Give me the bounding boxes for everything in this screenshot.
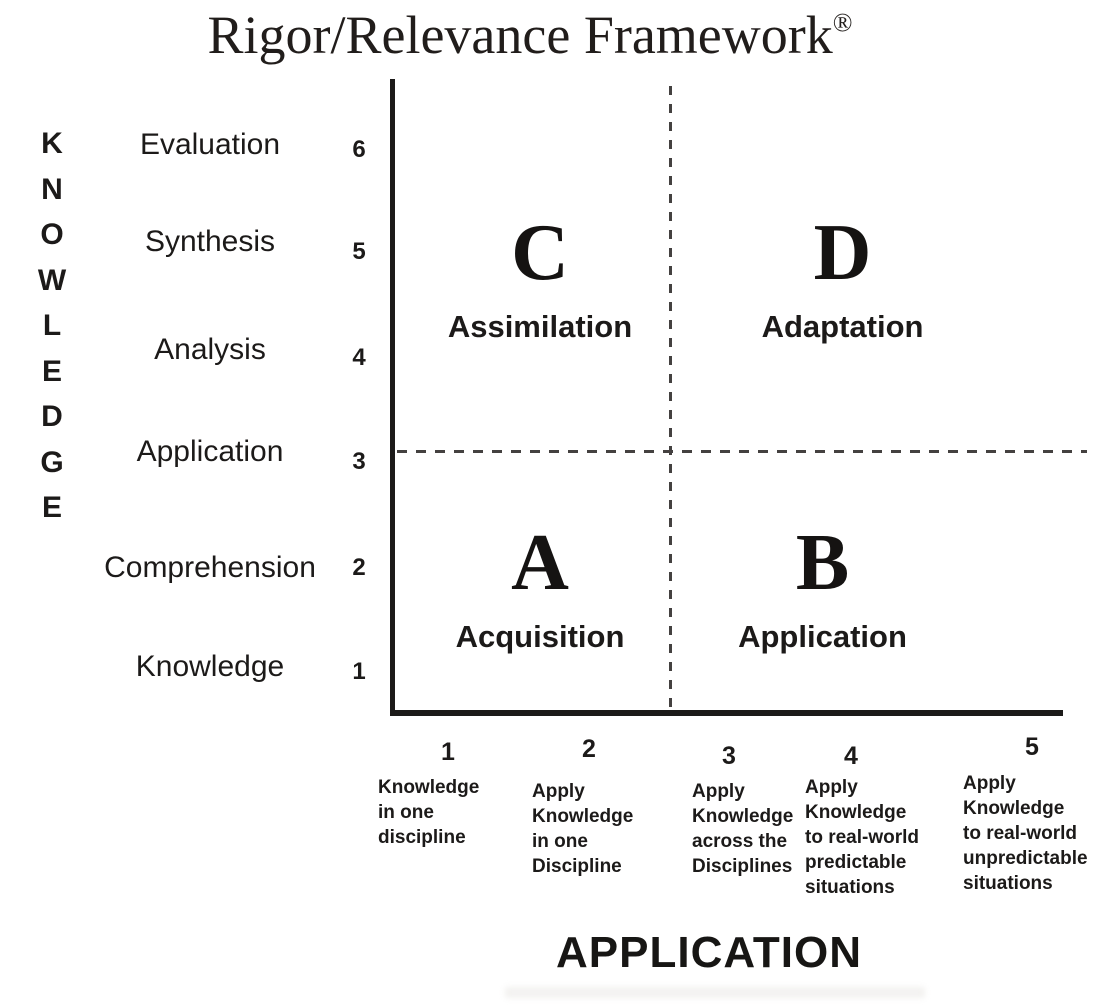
knowledge-level-label-evaluation: Evaluation [139, 128, 281, 161]
knowledge-level-label-knowledge: Knowledge [135, 650, 285, 683]
knowledge-level-number-6: 6 [352, 136, 366, 163]
x-axis-line [390, 710, 1063, 716]
quadrant-letter: B [795, 519, 850, 607]
knowledge-level-number-2: 2 [352, 554, 366, 581]
horizontal-dashed-divider [397, 450, 1087, 453]
quadrant-d-adaptation: D Adaptation [730, 213, 955, 345]
vertical-dashed-divider [669, 86, 672, 710]
knowledge-level-number-4: 4 [352, 344, 366, 371]
application-level-number-1: 1 [441, 738, 455, 766]
quadrant-name: Assimilation [447, 309, 633, 344]
quadrant-name: Application [738, 619, 907, 654]
cropped-text-artifact [505, 987, 925, 998]
application-level-description-3: Apply Knowledge across the Disciplines [692, 781, 794, 877]
application-level-number-3: 3 [722, 742, 736, 770]
knowledge-level-number-5: 5 [352, 238, 366, 265]
y-axis-line [390, 79, 395, 713]
title-text: Rigor/Relevance Framework [207, 5, 833, 65]
application-level-description-5: Apply Knowledge to real-world unpredicta… [963, 773, 1088, 894]
quadrant-name: Acquisition [455, 619, 625, 654]
application-level-description-4: Apply Knowledge to real-world predictabl… [805, 777, 920, 898]
knowledge-level-number-1: 1 [352, 658, 366, 685]
knowledge-level-label-synthesis: Synthesis [144, 225, 276, 258]
application-level-number-2: 2 [582, 735, 596, 763]
knowledge-level-label-comprehension: Comprehension [104, 551, 316, 584]
quadrant-letter: A [511, 519, 569, 607]
application-axis-word: APPLICATION [556, 928, 862, 977]
quadrant-name: Adaptation [761, 309, 924, 344]
application-level-number-4: 4 [844, 742, 858, 770]
application-level-description-1: Knowledge in one discipline [378, 777, 480, 848]
quadrant-letter: C [511, 209, 569, 297]
knowledge-level-number-3: 3 [352, 448, 366, 475]
knowledge-axis-vertical-word: K N O W L E D G E [37, 127, 67, 524]
page-title: Rigor/Relevance Framework® [0, 4, 1060, 66]
quadrant-letter: D [813, 209, 872, 297]
knowledge-level-label-application: Application [136, 435, 284, 468]
application-level-description-2: Apply Knowledge in one Discipline [532, 781, 634, 877]
quadrant-b-application: B Application [700, 523, 945, 655]
application-level-number-5: 5 [1025, 733, 1039, 761]
quadrant-a-acquisition: A Acquisition [435, 523, 645, 655]
registered-trademark-symbol: ® [832, 8, 853, 37]
quadrant-c-assimilation: C Assimilation [445, 213, 635, 345]
knowledge-level-label-analysis: Analysis [154, 333, 266, 366]
